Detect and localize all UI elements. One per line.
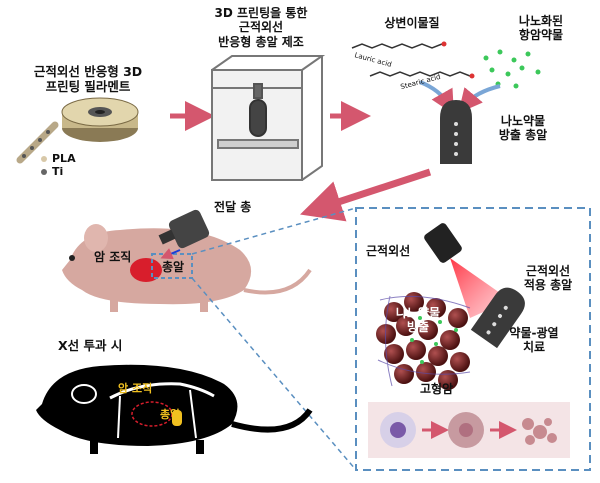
carboxyl-dot (441, 41, 447, 47)
merge-arrow-left (419, 80, 454, 115)
pla-legend-dot (41, 156, 47, 162)
tumor-label: 고형암 (420, 382, 454, 396)
nir-label: 근적외선 (366, 244, 411, 258)
ti-label: Ti (52, 165, 64, 178)
nir-bullet-label: 근적외선 적용 총알 (523, 264, 573, 293)
filament-spool-icon (61, 97, 139, 142)
zoom-line-bottom (191, 277, 357, 471)
xray-bullet-label: 총알 (160, 408, 181, 421)
release-bullet-label: 나노약물 방출 총알 (498, 114, 548, 143)
ti-legend-dot (41, 169, 47, 175)
damaged-cell-icon (448, 412, 484, 448)
release-label: 나노약물 방출 (395, 306, 441, 335)
released-nanodrug (410, 316, 458, 364)
xray-cancer-label: 암 조직 (118, 382, 153, 395)
nir-laser-icon (424, 223, 462, 263)
xray-mouse-icon (36, 364, 313, 454)
cancer-tissue-spot (130, 258, 162, 282)
bullet-label: 총알 (162, 260, 185, 274)
printing-label: 3D 프린팅을 통한 근적외선 반응형 총알 제조 (214, 6, 308, 49)
gun-label: 전달 총 (214, 200, 252, 214)
zoom-box (151, 253, 193, 279)
lauric-acid-molecule (351, 43, 443, 49)
stearic-acid-molecule (369, 71, 471, 77)
dead-cell-icon (522, 418, 557, 445)
inset-bullet-icon (470, 287, 525, 349)
therapy-label: 약물-광열 치료 (509, 326, 559, 355)
cancer-label: 암 조직 (94, 250, 132, 264)
healthy-cancer-cell-icon (380, 412, 416, 448)
nanodrug-label: 나노화된 항암약물 (518, 14, 564, 43)
nanodrug-particles (483, 49, 541, 89)
carboxyl-dot (469, 73, 475, 79)
inset-panel (355, 207, 591, 471)
filament-strand-icon (16, 121, 59, 164)
process-arrow-3 (300, 168, 432, 222)
shot-arrow (160, 248, 181, 260)
3d-printer-icon (211, 55, 326, 181)
zoom-line-top (191, 207, 357, 255)
filament-label: 근적외선 반응형 3D 프린팅 필라멘트 (33, 64, 143, 94)
pla-label: PLA (52, 152, 76, 165)
pcm-label: 상변이물질 (384, 16, 440, 30)
delivery-gun-icon (158, 209, 210, 249)
bullet-icon (440, 100, 472, 164)
merge-arrow-right (458, 84, 501, 114)
xray-label: X선 투과 시 (58, 338, 123, 353)
tumor-cluster (376, 292, 471, 390)
